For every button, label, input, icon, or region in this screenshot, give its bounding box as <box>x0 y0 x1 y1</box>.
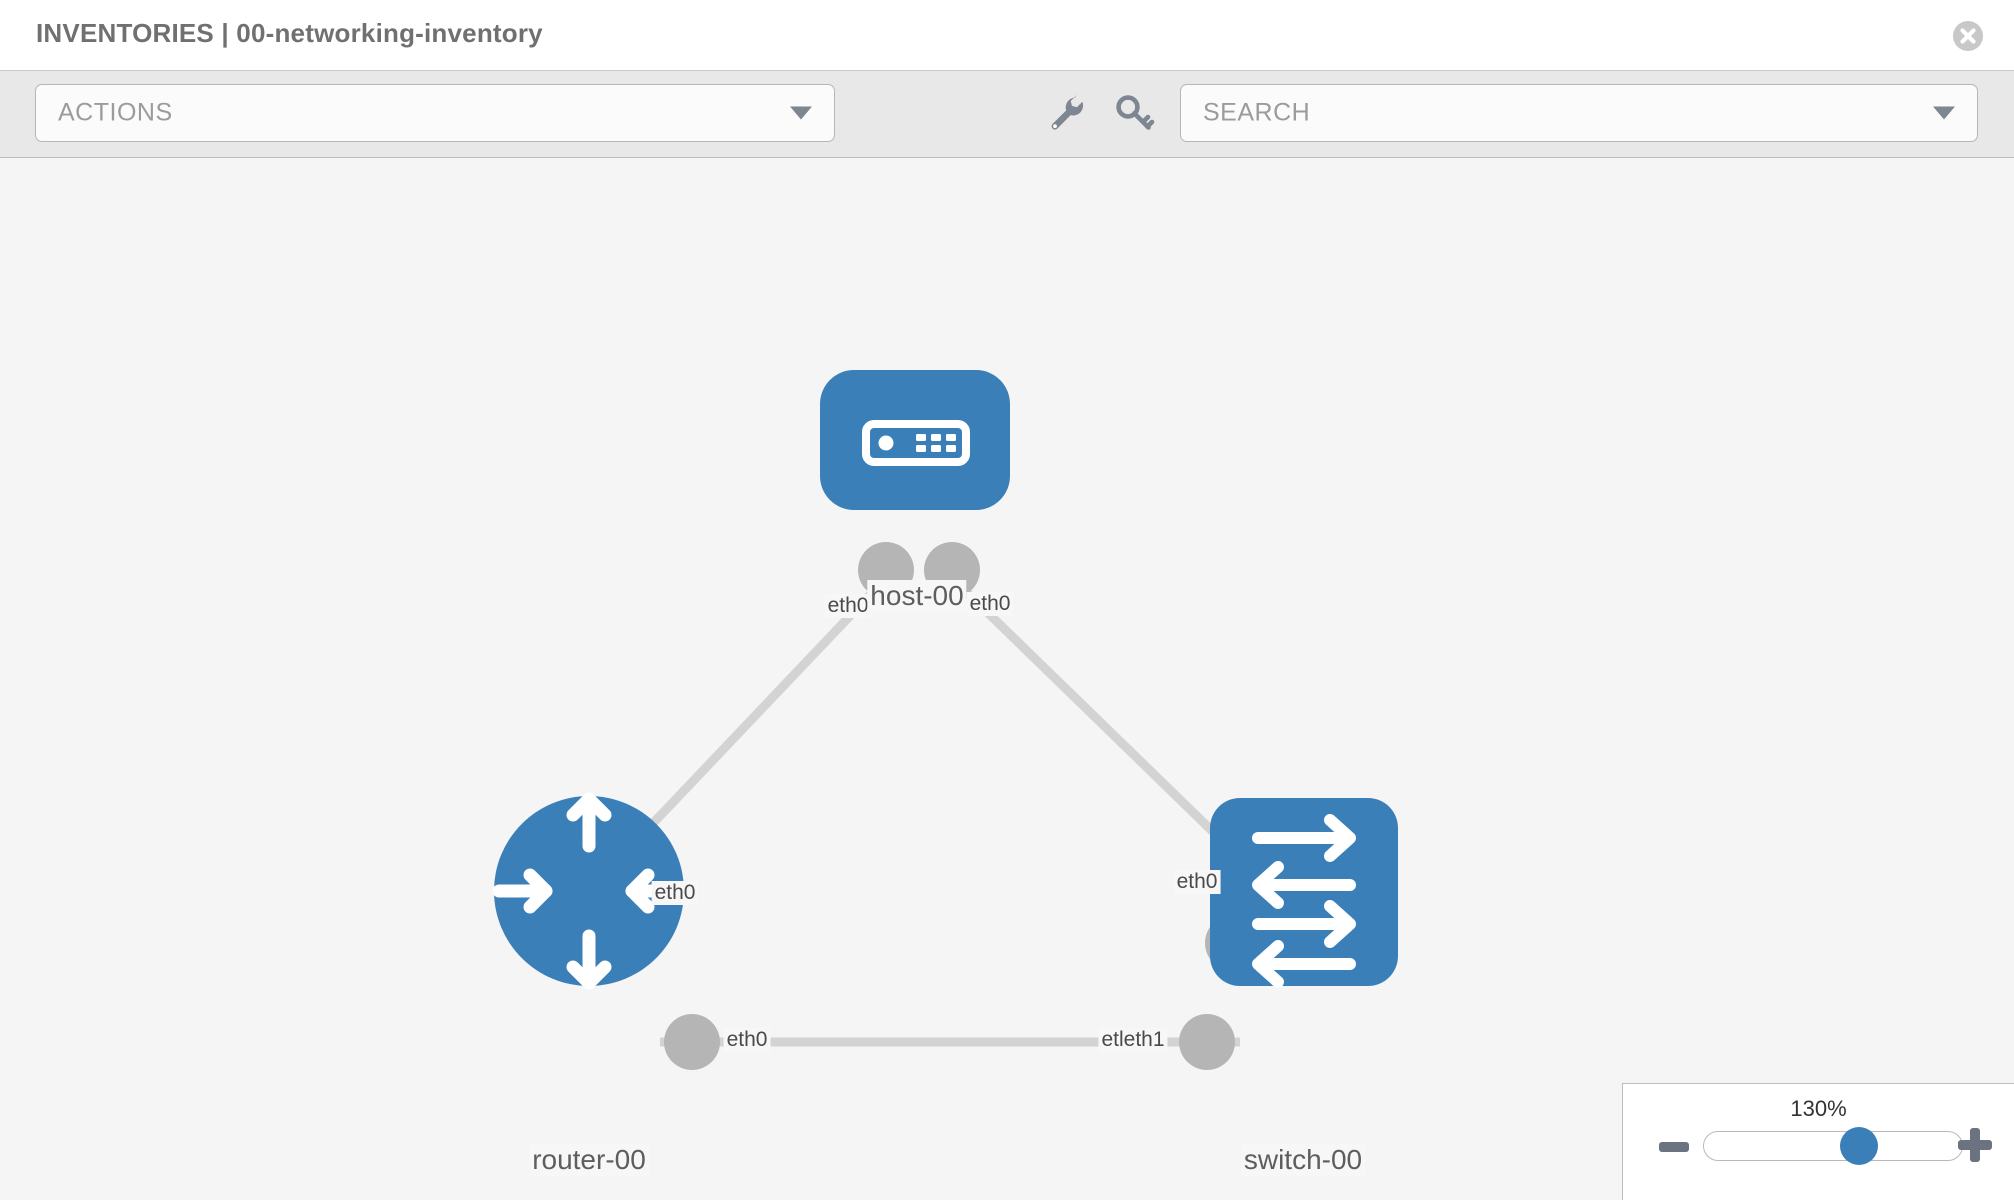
node-switch-00[interactable] <box>1210 798 1398 988</box>
edge-label-switch-left: etleth1 <box>1098 1028 1168 1052</box>
edge-label-host-right: eth0 <box>966 592 1014 616</box>
page-header: INVENTORIES | 00-networking-inventory <box>0 0 2014 71</box>
zoom-slider-thumb[interactable] <box>1839 1127 1878 1165</box>
node-host-00[interactable] <box>820 370 1010 510</box>
key-icon[interactable] <box>1112 91 1156 135</box>
node-label-host-00: host-00 <box>867 580 967 612</box>
actions-dropdown[interactable]: ACTIONS <box>35 84 835 142</box>
node-label-router-00: router-00 <box>529 1144 649 1176</box>
port-router-right <box>664 1014 720 1070</box>
wrench-icon[interactable] <box>1044 91 1088 135</box>
edge-host-switch <box>948 574 1244 862</box>
search-input[interactable]: SEARCH <box>1180 84 1978 142</box>
chevron-down-icon <box>790 106 812 120</box>
edge-label-router-right: eth0 <box>723 1028 771 1052</box>
actions-dropdown-label: ACTIONS <box>58 98 173 127</box>
topology-canvas[interactable]: eth0 eth0 eth0 eth0 eth0 etleth1 host-00… <box>0 158 2014 1200</box>
chevron-down-icon <box>1933 106 1955 120</box>
topology-edges <box>616 574 1244 1047</box>
topology-ports <box>664 542 1261 1070</box>
switch-icon <box>1252 814 1356 988</box>
port-switch-left <box>1179 1014 1235 1070</box>
toolbar: ACTIONS SEARCH <box>0 71 2014 158</box>
edge-router-host <box>616 574 890 862</box>
node-label-switch-00: switch-00 <box>1240 1144 1366 1176</box>
search-placeholder: SEARCH <box>1203 98 1311 127</box>
page-title: INVENTORIES | 00-networking-inventory <box>36 18 543 48</box>
zoom-out-button[interactable] <box>1659 1142 1689 1152</box>
edge-label-router-up: eth0 <box>651 881 699 905</box>
zoom-in-button[interactable] <box>1958 1128 1992 1162</box>
zoom-control-panel: 130% <box>1622 1083 2014 1200</box>
edge-label-switch-up: eth0 <box>1173 870 1221 894</box>
edge-label-host-left: eth0 <box>824 594 872 618</box>
zoom-level-label: 130% <box>1790 1096 1847 1121</box>
topology-graph <box>492 370 1398 1070</box>
zoom-slider[interactable] <box>1703 1127 1963 1165</box>
server-icon <box>862 420 970 466</box>
close-icon[interactable] <box>1952 20 1984 52</box>
node-router-00[interactable] <box>492 792 686 990</box>
